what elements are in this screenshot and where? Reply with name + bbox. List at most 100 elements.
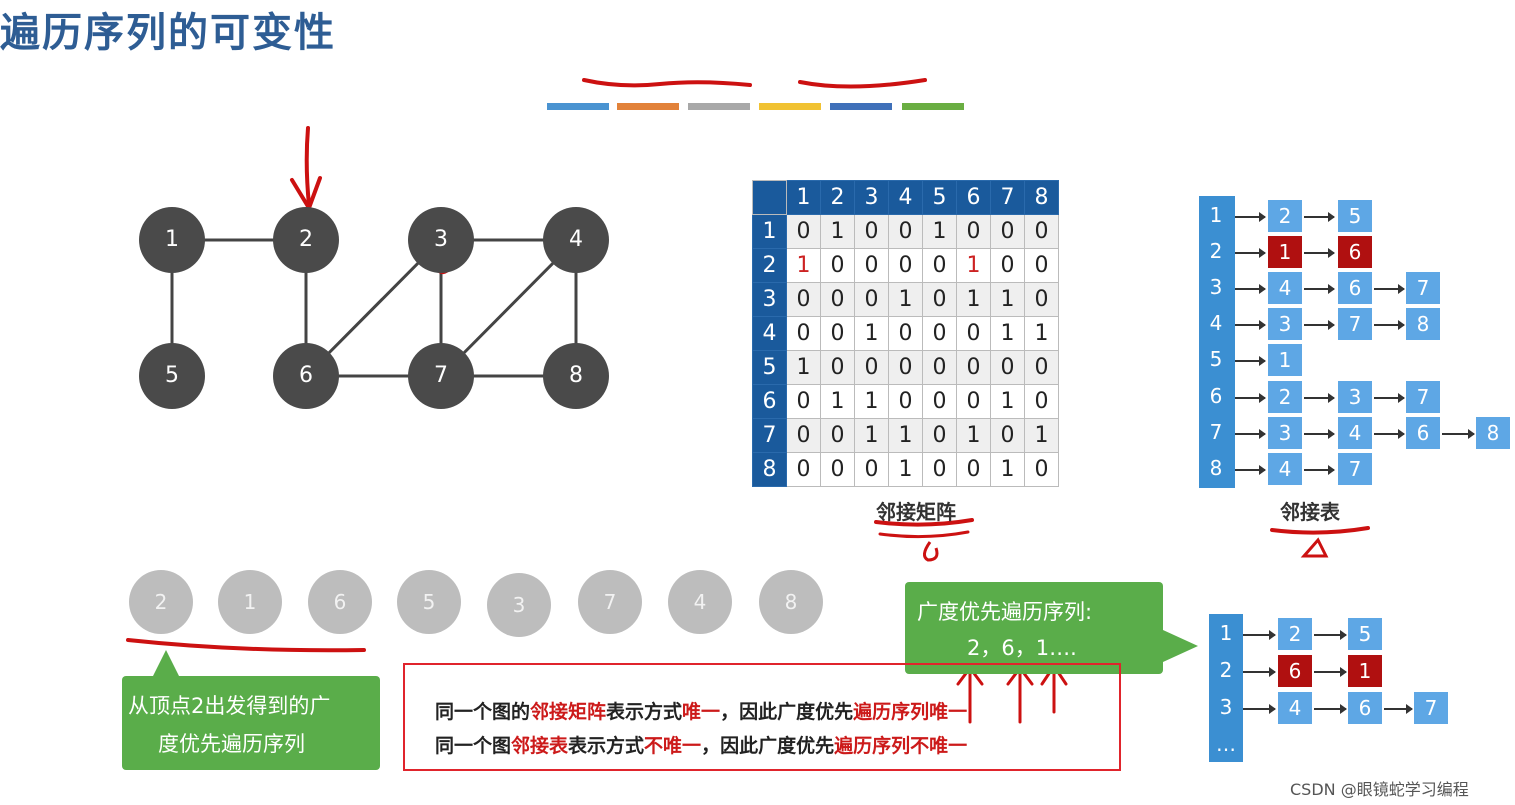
arrow-icon: [1304, 465, 1335, 475]
arrow-icon: [1235, 393, 1266, 403]
matrix-cell: 1: [922, 214, 957, 249]
matrix-cell: 0: [854, 214, 889, 249]
matrix-cell: 1: [820, 384, 855, 419]
matrix-cell: 0: [820, 350, 855, 385]
matrix-cell: 0: [888, 350, 923, 385]
matrix-col-header: 4: [888, 180, 923, 215]
adj-node: 6: [1406, 417, 1440, 449]
matrix-cell: 1: [854, 384, 889, 419]
bfs-node: 7: [578, 570, 642, 634]
adj-node: 7: [1406, 272, 1440, 304]
matrix-cell: 0: [922, 350, 957, 385]
matrix-cell: 0: [820, 418, 855, 453]
adj-node: 1: [1348, 655, 1382, 687]
matrix-cell: 0: [990, 214, 1025, 249]
matrix-cell: 1: [956, 282, 991, 317]
graph-node: 3: [408, 207, 474, 273]
arrow-icon: [1304, 429, 1335, 439]
matrix-cell: 0: [786, 282, 821, 317]
adj-head: …: [1209, 727, 1243, 761]
arrow-icon: [1235, 465, 1266, 475]
adj-node: 3: [1268, 308, 1302, 340]
matrix-cell: 1: [990, 316, 1025, 351]
matrix-cell: 0: [786, 418, 821, 453]
matrix-cell: 0: [820, 248, 855, 283]
adj-head: 8: [1199, 451, 1233, 485]
graph-node: 5: [139, 343, 205, 409]
matrix-corner: [752, 180, 787, 215]
arrow-icon: [1243, 704, 1276, 714]
statement-text: 不唯一: [910, 735, 968, 757]
matrix-cell: 0: [956, 384, 991, 419]
matrix-cell: 1: [1024, 316, 1059, 351]
matrix-cell: 1: [990, 282, 1025, 317]
matrix-cell: 0: [820, 452, 855, 487]
statement-text: 遍历序列: [834, 735, 911, 757]
matrix-col-header: 8: [1024, 180, 1059, 215]
adj-node: 2: [1278, 618, 1312, 650]
matrix-cell: 0: [888, 248, 923, 283]
matrix-cell: 1: [854, 316, 889, 351]
matrix-row-header: 5: [752, 350, 787, 385]
statement-line: 同一个图的邻接矩阵表示方式唯一，因此广度优先遍历序列唯一: [435, 697, 967, 724]
matrix-cell: 0: [1024, 248, 1059, 283]
matrix-row-header: 4: [752, 316, 787, 351]
adj-head: 2: [1209, 653, 1243, 687]
arrow-icon: [1442, 429, 1475, 439]
statement-text: 唯一: [929, 701, 968, 723]
arrow-icon: [1314, 667, 1347, 677]
adj-node: 1: [1268, 236, 1302, 268]
matrix-cell: 0: [786, 214, 821, 249]
matrix-col-header: 3: [854, 180, 889, 215]
arrow-icon: [1314, 630, 1347, 640]
matrix-row-header: 6: [752, 384, 787, 419]
matrix-cell: 1: [820, 214, 855, 249]
matrix-cell: 1: [956, 418, 991, 453]
adj-node: 4: [1268, 272, 1302, 304]
matrix-cell: 1: [1024, 418, 1059, 453]
matrix-cell: 0: [956, 214, 991, 249]
matrix-cell: 1: [888, 282, 923, 317]
adj-head: 3: [1209, 690, 1243, 724]
matrix-cell: 0: [922, 316, 957, 351]
matrix-cell: 0: [1024, 350, 1059, 385]
matrix-cell: 0: [1024, 282, 1059, 317]
matrix-cell: 0: [854, 350, 889, 385]
matrix-label: 邻接矩阵: [876, 500, 956, 524]
matrix-cell: 0: [888, 384, 923, 419]
adj-head: 1: [1209, 616, 1243, 650]
matrix-cell: 1: [854, 418, 889, 453]
arrow-icon: [1304, 212, 1335, 222]
adj-head: 4: [1199, 306, 1233, 340]
adj-node: 4: [1268, 453, 1302, 485]
bfs-node: 4: [668, 570, 732, 634]
matrix-col-header: 1: [786, 180, 821, 215]
callout-left: 从顶点2出发得到的广 度优先遍历序列: [122, 676, 380, 770]
matrix-cell: 0: [990, 248, 1025, 283]
adj-node: 1: [1268, 344, 1302, 376]
matrix-cell: 0: [990, 418, 1025, 453]
bfs-node: 1: [218, 570, 282, 634]
matrix-col-header: 5: [922, 180, 957, 215]
callout-text: 从顶点2出发得到的广: [128, 694, 331, 718]
statement-box: 同一个图的邻接矩阵表示方式唯一，因此广度优先遍历序列唯一 同一个图邻接表表示方式…: [403, 663, 1121, 771]
matrix-cell: 0: [922, 282, 957, 317]
graph-node: 1: [139, 207, 205, 273]
matrix-cell: 0: [888, 214, 923, 249]
arrow-icon: [1235, 284, 1266, 294]
bfs-node: 3: [487, 573, 551, 637]
adj-head: 3: [1199, 270, 1233, 304]
matrix-cell: 0: [922, 452, 957, 487]
adj-head: 2: [1199, 234, 1233, 268]
matrix-cell: 0: [854, 452, 889, 487]
arrow-icon: [1304, 248, 1335, 258]
graph-node: 2: [273, 207, 339, 273]
bfs-node: 8: [759, 570, 823, 634]
graph-node: 4: [543, 207, 609, 273]
adj-head: 5: [1199, 342, 1233, 376]
matrix-cell: 0: [888, 316, 923, 351]
matrix-cell: 0: [786, 452, 821, 487]
matrix-cell: 0: [820, 316, 855, 351]
color-segment: [902, 103, 964, 110]
matrix-cell: 0: [820, 282, 855, 317]
